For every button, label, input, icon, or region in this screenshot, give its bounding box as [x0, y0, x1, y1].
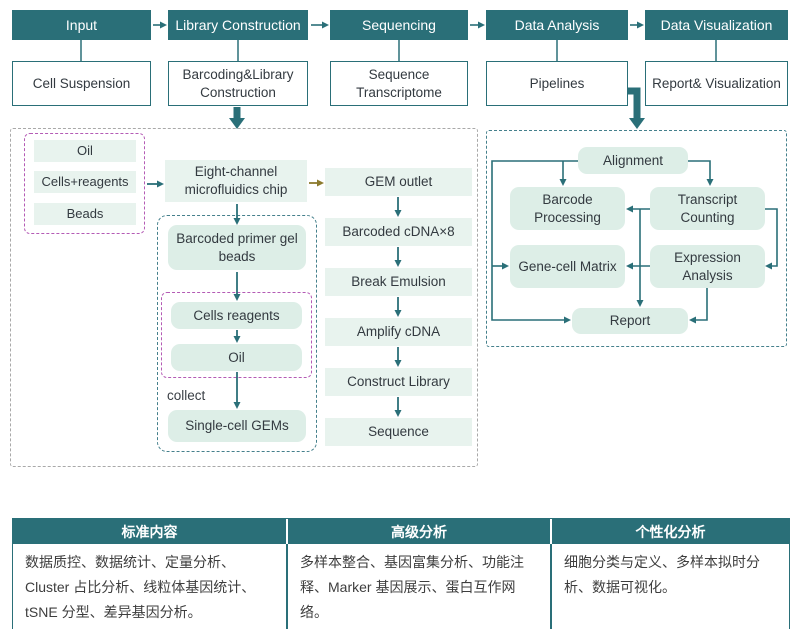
table-cell-advanced: 多样本整合、基因富集分析、功能注释、Marker 基因展示、蛋白互作网络。 — [286, 544, 550, 629]
reagent-beads: Beads — [34, 203, 136, 225]
stage-header-data-visualization: Data Visualization — [645, 10, 788, 40]
stage-header-data-analysis: Data Analysis — [486, 10, 628, 40]
table-cell-standard: 数据质控、数据统计、定量分析、Cluster 占比分析、线粒体基因统计、tSNE… — [25, 554, 256, 620]
node-transcript-counting: Transcript Counting — [650, 187, 765, 230]
emulsion-oil-box: Oil — [171, 344, 302, 371]
table-header-personalized: 个性化分析 — [550, 519, 789, 544]
single-cell-gems-box: Single-cell GEMs — [168, 410, 306, 442]
stage-box-sequence-transcriptome: Sequence Transcriptome — [330, 61, 468, 106]
reagent-cells-reagents: Cells+reagents — [34, 171, 136, 193]
stage-header-sequencing: Sequencing — [330, 10, 468, 40]
analysis-table-header-row: 标准内容 高级分析 个性化分析 — [13, 519, 789, 544]
stage-header-library-construction: Library Construction — [168, 10, 308, 40]
library-step-sequence: Sequence — [325, 418, 472, 446]
node-expression-analysis: Expression Analysis — [650, 245, 765, 288]
collect-label: collect — [167, 388, 206, 403]
node-alignment: Alignment — [578, 147, 688, 174]
thick-elbow-arrow-icon — [628, 87, 645, 129]
reagent-oil: Oil — [34, 140, 136, 162]
table-cell-personalized: 细胞分类与定义、多样本拟时分析、数据可视化。 — [550, 544, 789, 629]
library-step-break-emulsion: Break Emulsion — [325, 268, 472, 296]
table-header-advanced: 高级分析 — [286, 519, 550, 544]
emulsion-cells-reagents-box: Cells reagents — [171, 302, 302, 329]
node-barcode-processing: Barcode Processing — [510, 187, 625, 230]
table-header-standard: 标准内容 — [13, 519, 286, 544]
analysis-table: 标准内容 高级分析 个性化分析 数据质控、数据统计、定量分析、Cluster 占… — [12, 518, 790, 629]
node-report: Report — [572, 308, 688, 334]
reagent-inputs-group — [24, 133, 145, 234]
stage-drop-lines — [80, 40, 717, 61]
library-step-construct-library: Construct Library — [325, 368, 472, 396]
library-step-barcoded-cdna: Barcoded cDNA×8 — [325, 218, 472, 246]
library-step-gem-outlet: GEM outlet — [325, 168, 472, 196]
stage-box-report-visualization: Report& Visualization — [645, 61, 788, 106]
stage-box-barcoding-library: Barcoding&Library Construction — [168, 61, 308, 106]
microfluidics-chip-box: Eight-channel microfluidics chip — [165, 160, 307, 202]
library-step-amplify-cdna: Amplify cDNA — [325, 318, 472, 346]
stage-header-input: Input — [12, 10, 151, 40]
stage-box-cell-suspension: Cell Suspension — [12, 61, 151, 106]
thick-down-arrow-icon — [229, 107, 245, 129]
gel-beads-box: Barcoded primer gel beads — [168, 225, 306, 270]
data-analysis-panel — [486, 130, 787, 347]
stage-box-pipelines: Pipelines — [486, 61, 628, 106]
node-gene-cell-matrix: Gene-cell Matrix — [510, 245, 625, 288]
analysis-table-body-row: 数据质控、数据统计、定量分析、Cluster 占比分析、线粒体基因统计、tSNE… — [13, 544, 789, 629]
